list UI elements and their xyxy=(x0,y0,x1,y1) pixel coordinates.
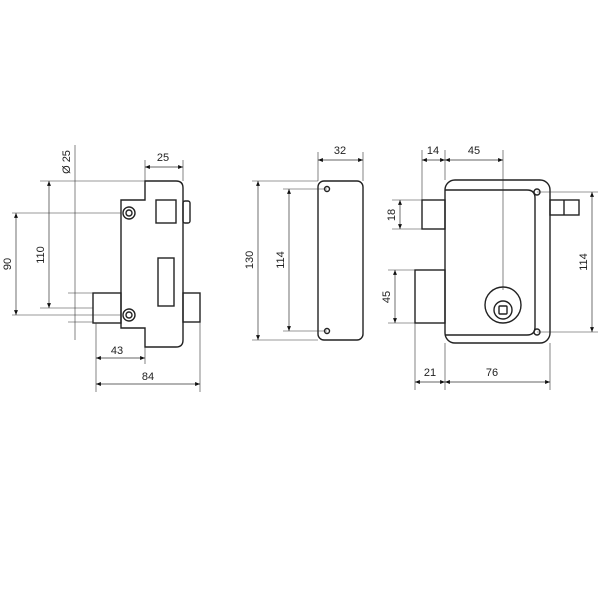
dim-84: 84 xyxy=(142,371,154,383)
screw-icon xyxy=(122,206,136,220)
lock-body-side xyxy=(120,180,184,348)
main-bolt xyxy=(414,269,446,324)
lock-body-front xyxy=(444,179,551,344)
latch xyxy=(155,199,177,224)
latch-tip xyxy=(182,200,191,224)
dim-90: 90 xyxy=(2,258,14,270)
dim-114-front: 114 xyxy=(578,253,590,271)
dim-25: 25 xyxy=(157,152,169,164)
key-cylinder-icon xyxy=(484,286,522,324)
dim-32: 32 xyxy=(334,145,346,157)
strike-plate-view: 32 130 114 xyxy=(244,145,364,341)
dim-diameter: Ø 25 xyxy=(61,150,73,174)
dim-45: 45 xyxy=(381,291,393,303)
dim-114: 114 xyxy=(275,251,287,269)
front-view: 14 45 18 45 114 21 76 xyxy=(381,145,598,390)
dim-14: 14 xyxy=(427,145,439,157)
dim-18: 18 xyxy=(386,209,398,221)
top-bolt xyxy=(421,199,446,230)
strike-plate xyxy=(317,180,364,341)
screw-icon xyxy=(122,308,136,322)
dim-130: 130 xyxy=(244,251,256,269)
bolt-right xyxy=(182,292,201,323)
inner-panel xyxy=(445,189,536,336)
slot xyxy=(157,257,175,307)
dim-76: 76 xyxy=(486,367,498,379)
dim-45-top: 45 xyxy=(468,145,480,157)
bolt-left xyxy=(92,292,122,324)
dim-43: 43 xyxy=(111,345,123,357)
dim-21: 21 xyxy=(424,367,436,379)
dim-110: 110 xyxy=(35,246,47,264)
side-view: Ø 25 110 90 25 43 84 xyxy=(2,145,201,392)
